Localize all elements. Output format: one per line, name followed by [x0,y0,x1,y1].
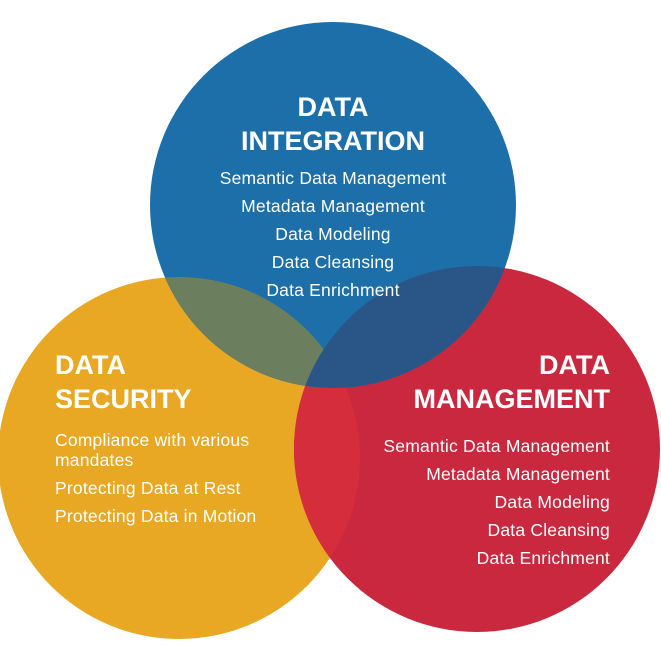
integration-management-overlap [294,266,516,388]
security-item: Protecting Data at Rest [55,478,241,498]
management-item: Data Cleansing [487,520,610,540]
integration-title-line1: DATA [297,92,369,122]
security-title-line2: SECURITY [55,384,192,414]
integration-item: Data Modeling [275,224,391,244]
management-title-line1: DATA [539,350,610,380]
management-title-line2: MANAGEMENT [413,384,611,414]
security-item: Compliance with various mandates [55,430,250,470]
security-title-line1: DATA [55,350,126,380]
security-item: Protecting Data in Motion [55,506,257,526]
management-label: DATA MANAGEMENT Semantic Data Management… [310,348,610,572]
integration-item: Data Cleansing [271,252,395,272]
management-item: Data Enrichment [476,548,610,568]
integration-item: Metadata Management [241,196,425,216]
management-item: Data Modeling [494,492,610,512]
integration-title-line2: INTEGRATION [241,126,425,156]
security-label: DATA SECURITY Compliance with various ma… [55,348,300,530]
management-item: Metadata Management [426,464,610,484]
integration-label: DATA INTEGRATION Semantic Data Managemen… [183,90,483,304]
integration-item: Data Enrichment [266,280,400,300]
management-item: Semantic Data Management [383,436,610,456]
integration-security-overlap [150,277,360,388]
integration-item: Semantic Data Management [219,168,447,188]
